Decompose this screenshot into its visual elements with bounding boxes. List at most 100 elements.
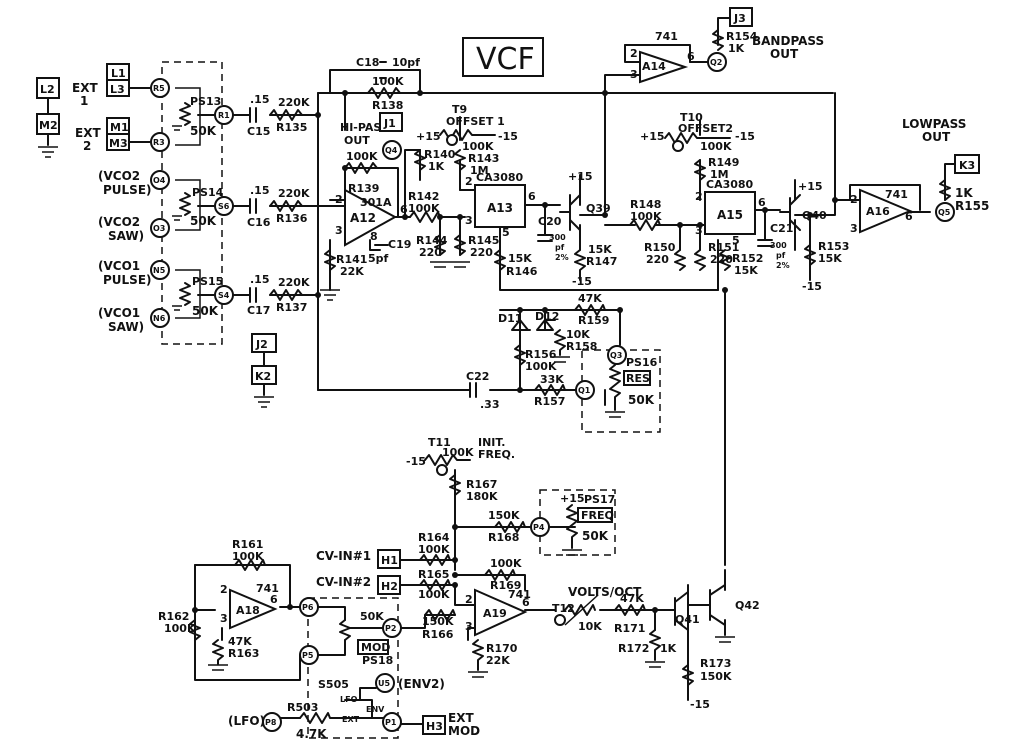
res-R164-name: R164 <box>418 531 450 544</box>
node-O4-label: O4 <box>153 176 166 185</box>
node-P2 <box>382 618 402 638</box>
res-R161-name: R161 <box>232 538 263 551</box>
vco2-saw-label-a: (VCO2 <box>98 215 140 229</box>
res-R156-value: 100K <box>525 360 557 373</box>
pot-PS15-value: 50K <box>192 304 219 318</box>
opamp-A19 <box>474 588 528 637</box>
bandpass-out-label-b: OUT <box>770 47 799 61</box>
res-R159-value: 47K <box>578 292 602 305</box>
res-R157-value: 33K <box>540 373 564 386</box>
trim-T12-label: VOLTS/OCT <box>568 585 642 599</box>
cap-C19-name: C19 <box>388 238 411 251</box>
res-R168-name: R168 <box>488 531 519 544</box>
ic-A18-type: 741 <box>256 582 279 595</box>
node-P1 <box>382 712 402 732</box>
res-R162-value: 100K <box>164 622 196 635</box>
node-R1 <box>214 105 234 125</box>
node-Q2 <box>707 52 727 72</box>
res-R163-value: 47K <box>228 635 252 648</box>
env2-label: (ENV2) <box>398 677 445 691</box>
res-R135-name: R135 <box>276 121 307 134</box>
transistor-Q41: Q41 <box>675 613 700 626</box>
title-box <box>462 37 544 77</box>
ic-A14-pin2: 2 <box>630 47 638 60</box>
cap-C18-value: 10pf <box>392 56 420 69</box>
trim-T10-adjust-icon <box>672 140 684 152</box>
ic-A19-pin2: 2 <box>465 593 473 606</box>
ic-A14-name: A14 <box>642 60 666 73</box>
node-Q1 <box>575 380 595 400</box>
res-R150-value: 220 <box>646 253 669 266</box>
res-R153-value: 15K <box>818 252 842 265</box>
node-R5 <box>150 78 170 98</box>
cv-in-1-label: CV-IN#1 <box>316 549 371 563</box>
trim-T11-value: 100K <box>442 446 474 459</box>
res-R158-name: R158 <box>566 340 597 353</box>
vco1-pulse-label-b: PULSE) <box>103 273 152 287</box>
transistor-Q42: Q42 <box>735 599 760 612</box>
vco2-pulse-label-b: PULSE) <box>103 183 152 197</box>
page-title: VCF <box>476 42 535 77</box>
ic-A12-pin3: 3 <box>335 224 343 237</box>
res-R161-value: 100K <box>232 550 264 563</box>
ext1-num: 1 <box>80 94 88 108</box>
node-P8 <box>262 712 282 732</box>
res-R142-value: 100K <box>408 202 440 215</box>
ic-A15-type: CA3080 <box>706 178 754 191</box>
res-R146-name: R146 <box>506 265 538 278</box>
wiring <box>194 29 946 719</box>
res-R148-value: 100K <box>630 210 662 223</box>
pot-PS16-name: PS16 <box>626 356 658 369</box>
node-P5-label: P5 <box>302 651 314 660</box>
res-R166-name: R166 <box>422 628 454 641</box>
node-U5 <box>375 673 395 693</box>
node-Q4 <box>382 140 402 160</box>
res-R164-value: 100K <box>418 543 450 556</box>
ic-A19-pin3: 3 <box>465 620 473 633</box>
trim-T9-label: OFFSET 1 <box>446 115 505 128</box>
res-R173-value: 150K <box>700 670 732 683</box>
ic-A18-pin6: 6 <box>270 593 278 606</box>
node-Q5 <box>935 202 955 222</box>
res-R140-name: R140 <box>424 148 456 161</box>
res-R171-value: 47K <box>620 592 644 605</box>
pot-PS16-tag <box>623 370 651 386</box>
ic-A13-pin6: 6 <box>528 190 536 203</box>
res-R153-name: R153 <box>818 240 849 253</box>
trim-T10-value: 100K <box>700 140 732 153</box>
pot-PS16-label: RES <box>626 372 650 385</box>
res-R151-name: R151 <box>708 241 739 254</box>
res-R155-value: 1K <box>955 186 973 200</box>
vco1-pulse-label-a: (VCO1 <box>98 259 140 273</box>
switch-env-label: ENV <box>366 705 385 714</box>
res-R147-name: R147 <box>586 255 617 268</box>
ic-A15-pin2: 2 <box>695 190 703 203</box>
opamp-A12 <box>344 188 398 247</box>
pot-PS13-value: 50K <box>190 124 217 138</box>
res-R144-value: 220 <box>419 246 442 259</box>
ota-A13 <box>474 184 526 228</box>
ext-mod-label-a: EXT <box>448 711 474 725</box>
node-P8-label: P8 <box>265 718 277 727</box>
supply-p15-freq: +15 <box>560 492 585 505</box>
ic-A16-pin6: 6 <box>905 210 913 223</box>
pot-PS17-label: FREQ <box>581 509 614 522</box>
ic-A13-pin5: 5 <box>502 226 510 239</box>
hipass-out-label-b: OUT <box>344 134 370 147</box>
pot-PS15-name: PS15 <box>192 275 223 288</box>
res-R152-name: R152 <box>732 252 763 265</box>
trim-T11-label-a: INIT. <box>478 436 505 449</box>
vco1-saw-label-a: (VCO1 <box>98 306 140 320</box>
cap-C17-value: .15 <box>250 273 270 286</box>
opamp-A16 <box>859 188 913 234</box>
pot-PS14-name: PS14 <box>192 186 224 199</box>
trim-T11-adjust-icon <box>436 464 448 476</box>
res-R137-value: 220K <box>278 276 310 289</box>
connector-L3-label: L3 <box>110 83 125 96</box>
ic-A14-pin3: 3 <box>630 68 638 81</box>
res-R135-value: 220K <box>278 96 310 109</box>
node-Q3 <box>607 345 627 365</box>
res-R137-name: R137 <box>276 301 307 314</box>
pot-PS18-value: 50K <box>360 610 384 623</box>
